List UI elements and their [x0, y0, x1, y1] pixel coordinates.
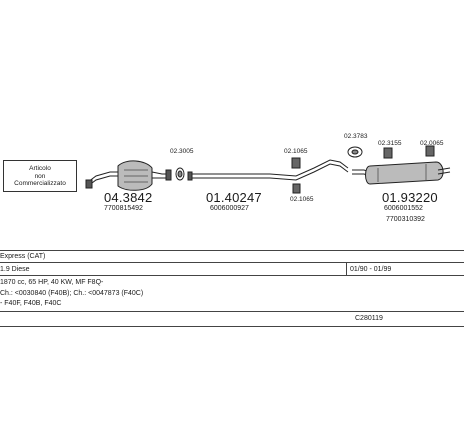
- catalytic-converter: [85, 160, 172, 191]
- vehicle-spec: 1870 cc, 65 HP, 40 KW, MF F8Q-: [0, 279, 104, 286]
- table-rule-1: [0, 250, 464, 251]
- notice-line-2: non: [34, 172, 46, 180]
- table-rule-4: [0, 311, 464, 312]
- not-available-notice: Articolo non Commercializzato: [3, 160, 77, 192]
- fitting-f2-label: 02.1065: [284, 148, 308, 155]
- gasket-f1: [175, 167, 185, 181]
- rear-silencer: [352, 161, 451, 185]
- clamp-f2: [291, 157, 301, 169]
- fitting-f1-label: 02.3005: [170, 148, 194, 155]
- part-3-number: 01.93220: [382, 190, 438, 205]
- notice-line-1: Articolo: [29, 165, 51, 172]
- part-3-code: 6006001552: [384, 205, 423, 212]
- fitting-f6-label: 02.0065: [420, 140, 444, 147]
- notice-line-3: Commercializzato: [14, 180, 66, 187]
- fitting-f3-label: 02.1065: [290, 196, 314, 203]
- part-1-number: 04.3842: [104, 190, 153, 205]
- table-divider: [346, 262, 347, 275]
- part-2-code: 6006000927: [210, 205, 249, 212]
- clamp-f3: [292, 183, 301, 194]
- catalog-number: C280119: [355, 315, 383, 322]
- hanger-f6: [425, 145, 435, 157]
- part-3-code-2: 7700310392: [386, 216, 425, 223]
- part-2-number: 01.40247: [206, 190, 262, 205]
- vehicle-type: - F40F, F40B, F40C: [0, 300, 62, 307]
- vehicle-years: 01/90 - 01/99: [350, 266, 392, 273]
- hanger-f5: [383, 147, 393, 159]
- vehicle-engine: 1.9 Diese: [0, 266, 30, 273]
- centre-pipe: [187, 159, 349, 181]
- table-rule-2: [0, 262, 464, 263]
- vehicle-chassis: Ch.: <0030840 (F40B); Ch.: <0047873 (F40…: [0, 290, 144, 297]
- table-rule-5: [0, 326, 464, 327]
- vehicle-model: Express (CAT): [0, 253, 46, 260]
- part-1-code: 7700815492: [104, 205, 143, 212]
- clamp-f4: [347, 146, 363, 158]
- fitting-f5-label: 02.3155: [378, 140, 402, 147]
- table-rule-3: [0, 275, 464, 276]
- fitting-f4-label: 02.3783: [344, 133, 368, 140]
